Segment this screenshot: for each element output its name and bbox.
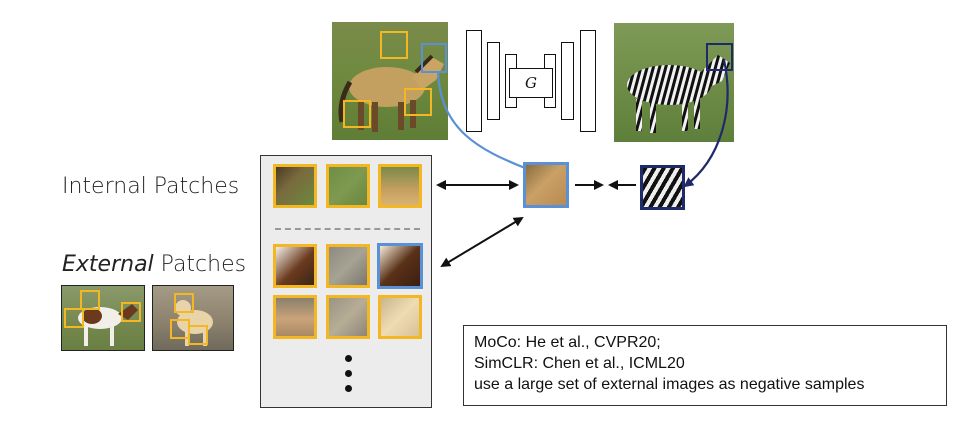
external-patch-4 — [273, 295, 317, 339]
internal-patch-2 — [326, 164, 370, 208]
dog-patch-3 — [188, 325, 208, 345]
horse-patch-head — [421, 43, 447, 73]
reference-line-note: use a large set of external images as ne… — [474, 376, 865, 393]
foal-patch-1 — [80, 290, 100, 310]
external-patch-5 — [326, 295, 370, 339]
decoder-block-1 — [580, 30, 596, 132]
external-image-foal — [61, 285, 145, 351]
reference-box: MoCo: He et al., CVPR20; SimCLR: Chen et… — [463, 325, 947, 406]
encoder-block-2 — [487, 42, 500, 120]
decoder-block-2 — [561, 42, 574, 120]
ellipsis-dot-1 — [345, 355, 352, 362]
external-patch-2 — [326, 244, 370, 288]
ellipsis-dot-2 — [345, 370, 352, 377]
horse-patch-leg — [343, 100, 371, 128]
external-patch-positive — [377, 243, 423, 289]
reference-line-simclr: SimCLR: Chen et al., ICML20 — [474, 355, 685, 372]
internal-patch-3 — [378, 164, 422, 208]
patches-word: Patches — [153, 252, 247, 277]
query-patch — [523, 162, 569, 208]
encoder-block-1 — [466, 30, 482, 132]
zebra-key-patch — [640, 165, 685, 210]
horse-illustration — [338, 54, 444, 132]
generator-label: G — [525, 74, 537, 92]
dog-patch-2 — [170, 319, 190, 339]
internal-patch-1 — [273, 164, 317, 208]
external-word: External — [62, 252, 154, 277]
foal-patch-2 — [64, 308, 84, 328]
horse-patch-top — [380, 31, 408, 59]
external-patches-label: External Patches — [62, 252, 246, 277]
zebra-patch-head — [706, 43, 733, 71]
zebra-output-image — [614, 23, 734, 142]
external-query-arrow — [440, 216, 524, 268]
generator-box: G — [509, 68, 553, 98]
horse-source-image — [332, 22, 448, 140]
external-patch-6 — [378, 295, 422, 339]
internal-patches-text: Internal Patches — [62, 174, 240, 199]
ellipsis-dot-3 — [345, 385, 352, 392]
horse-patch-ground — [404, 88, 432, 116]
foal-patch-3 — [121, 302, 141, 322]
zebra-illustration — [627, 55, 730, 133]
foal-illustration — [78, 304, 138, 346]
external-patch-1 — [273, 244, 317, 288]
dog-patch-1 — [174, 293, 194, 313]
internal-patches-label: Internal Patches — [62, 174, 239, 199]
internal-external-divider — [275, 228, 420, 230]
reference-line-moco: MoCo: He et al., CVPR20; — [474, 334, 661, 351]
